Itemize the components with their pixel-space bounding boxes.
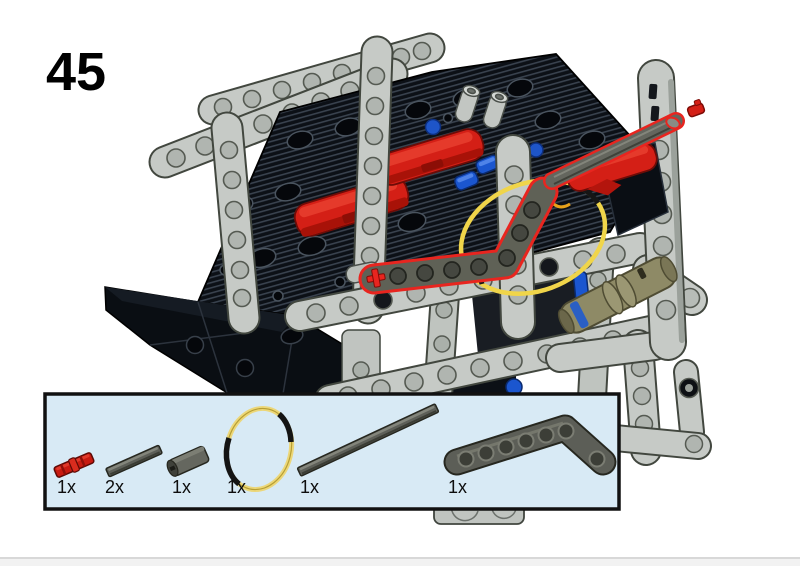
part-qty-label: 1x xyxy=(172,477,191,497)
new-long-axle-highlight xyxy=(543,99,706,190)
part-bent-beam-icon xyxy=(443,414,617,476)
part-qty-label: 2x xyxy=(105,477,124,497)
olive-driving-ring xyxy=(557,256,678,334)
top-pegs xyxy=(454,84,509,129)
red-axle-pin-tip xyxy=(686,99,706,118)
part-axle-3l-icon xyxy=(105,444,163,478)
step-number: 45 xyxy=(46,42,106,102)
footer-strip xyxy=(0,557,800,566)
part-red-axle-pin-icon xyxy=(53,452,95,478)
engine-cover-mid xyxy=(375,128,485,186)
part-qty-label: 1x xyxy=(227,477,246,497)
part-rubber-band-icon xyxy=(223,405,295,493)
left-post xyxy=(210,111,261,335)
part-axle-connector-icon xyxy=(166,445,210,477)
part-qty-label: 1x xyxy=(57,477,76,497)
part-axle-long-icon xyxy=(296,403,440,477)
new-bent-beam-highlight xyxy=(358,176,559,295)
beam-axle-cross xyxy=(366,268,386,288)
part-qty-label: 1x xyxy=(300,477,319,497)
part-qty-label: 1x xyxy=(448,477,467,497)
parts-box: 1x 2x 1x 1x 1x 1x xyxy=(43,392,621,511)
